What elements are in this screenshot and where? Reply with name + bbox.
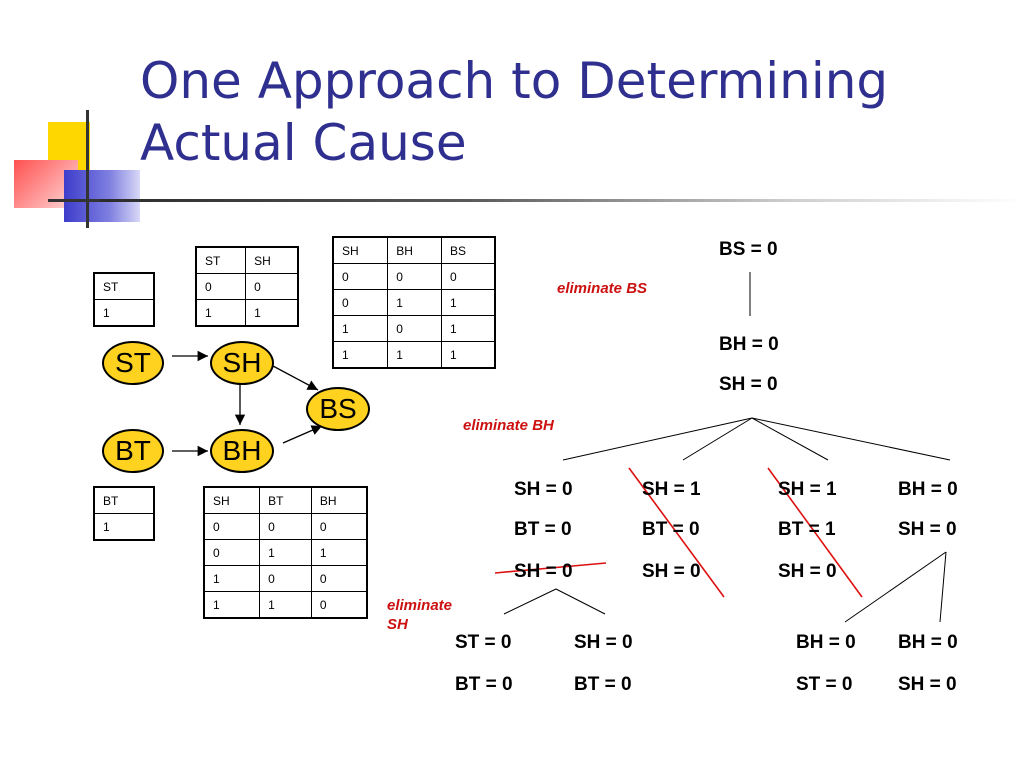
strike-branch-c — [767, 467, 863, 598]
node-bs: BS — [306, 387, 370, 431]
title-underline — [100, 199, 1024, 202]
table-cell: 0 — [203, 513, 261, 540]
tree-l2-condition: SH = 0 — [642, 561, 701, 582]
table-sh-bt-bh: SH BT BH 0 0 0 0 1 1 1 0 0 1 1 0 — [203, 486, 368, 619]
tree-l2-condition: SH = 0 — [898, 519, 957, 540]
tree-l2-condition: BT = 0 — [514, 519, 572, 540]
tree-l3-condition: BH = 0 — [898, 632, 958, 653]
table-cell: 0 — [332, 263, 389, 290]
edge-a-left — [503, 588, 557, 615]
table-header-cell: BS — [441, 236, 496, 264]
table-header-cell: SH — [332, 236, 389, 264]
tree-l2-condition: BT = 0 — [642, 519, 700, 540]
tree-root: BS = 0 — [719, 239, 778, 260]
tree-l3-condition: ST = 0 — [455, 632, 512, 653]
table-cell: 0 — [310, 565, 368, 592]
edge-d-left — [844, 551, 947, 623]
table-header-cell: BH — [310, 486, 368, 514]
tree-l3-condition: BH = 0 — [796, 632, 856, 653]
edge-l1-d — [751, 417, 951, 461]
table-cell: 1 — [195, 299, 247, 327]
table-sh-bh-bs: SH BH BS 0 0 0 0 1 1 1 0 1 1 1 1 — [332, 236, 496, 369]
tree-l2-condition: SH = 0 — [778, 561, 837, 582]
eliminate-bh-label: eliminate BH — [463, 417, 554, 434]
tree-l3-condition: BT = 0 — [455, 674, 513, 695]
deco-vertical-line — [86, 110, 89, 228]
table-cell: 0 — [195, 273, 247, 300]
table-cell: 1 — [441, 341, 496, 369]
node-sh: SH — [210, 341, 274, 385]
deco-horizontal-line — [48, 199, 108, 202]
tree-l2-condition: SH = 1 — [642, 479, 701, 500]
arrow-bh-bs — [282, 425, 323, 444]
table-cell: 0 — [441, 263, 496, 290]
table-header-cell: BH — [387, 236, 443, 264]
edge-l1-b — [682, 417, 753, 461]
deco-blue-square — [64, 170, 140, 222]
table-header-cell: ST — [93, 272, 155, 300]
table-cell: 1 — [203, 565, 261, 592]
table-cell: 1 — [203, 591, 261, 619]
table-header-cell: BT — [93, 486, 155, 514]
table-cell: 1 — [259, 539, 312, 566]
node-st: ST — [102, 341, 164, 385]
table-cell: 0 — [387, 315, 443, 342]
table-cell: 0 — [259, 565, 312, 592]
table-cell: 0 — [310, 591, 368, 619]
tree-l3-condition: SH = 0 — [574, 632, 633, 653]
table-cell: 0 — [203, 539, 261, 566]
table-cell: 1 — [93, 299, 155, 327]
strike-sh-line — [494, 562, 607, 574]
edge-d-right — [939, 551, 947, 623]
table-cell: 1 — [387, 341, 443, 369]
table-cell: 1 — [441, 315, 496, 342]
table-cell: 1 — [387, 289, 443, 316]
table-header-cell: ST — [195, 246, 247, 274]
table-cell: 0 — [245, 273, 299, 300]
table-cell: 0 — [259, 513, 312, 540]
edge-a-right — [555, 588, 606, 615]
node-bh: BH — [210, 429, 274, 473]
table-cell: 1 — [310, 539, 368, 566]
table-bt: BT 1 — [93, 486, 155, 541]
node-bt: BT — [102, 429, 164, 473]
table-header-cell: SH — [245, 246, 299, 274]
tree-l2-condition: BH = 0 — [898, 479, 958, 500]
tree-l3-condition: SH = 0 — [898, 674, 957, 695]
arrow-sh-bs — [272, 365, 319, 391]
table-cell: 0 — [387, 263, 443, 290]
table-cell: 1 — [332, 315, 389, 342]
table-cell: 1 — [93, 513, 155, 541]
eliminate-sh-label: eliminate SH — [387, 597, 453, 633]
edge-l1-a — [562, 417, 753, 461]
table-header-cell: BT — [259, 486, 312, 514]
table-cell: 1 — [332, 341, 389, 369]
tree-l2-condition: SH = 0 — [514, 479, 573, 500]
strike-branch-b — [628, 467, 725, 598]
tree-l1-condition: SH = 0 — [719, 374, 778, 395]
tree-l2-condition: SH = 1 — [778, 479, 837, 500]
tree-l1-condition: BH = 0 — [719, 334, 779, 355]
page-title: One Approach to Determining Actual Cause — [140, 52, 889, 172]
table-cell: 0 — [310, 513, 368, 540]
table-st-sh: ST SH 0 0 1 1 — [195, 246, 299, 327]
table-cell: 0 — [332, 289, 389, 316]
tree-l3-condition: ST = 0 — [796, 674, 853, 695]
tree-l2-condition: SH = 0 — [514, 561, 573, 582]
eliminate-bs-label: eliminate BS — [557, 280, 648, 297]
table-cell: 1 — [259, 591, 312, 619]
table-cell: 1 — [441, 289, 496, 316]
tree-l2-condition: BT = 1 — [778, 519, 836, 540]
table-st: ST 1 — [93, 272, 155, 327]
table-cell: 1 — [245, 299, 299, 327]
table-header-cell: SH — [203, 486, 261, 514]
tree-l3-condition: BT = 0 — [574, 674, 632, 695]
edge-l1-c — [751, 417, 829, 461]
